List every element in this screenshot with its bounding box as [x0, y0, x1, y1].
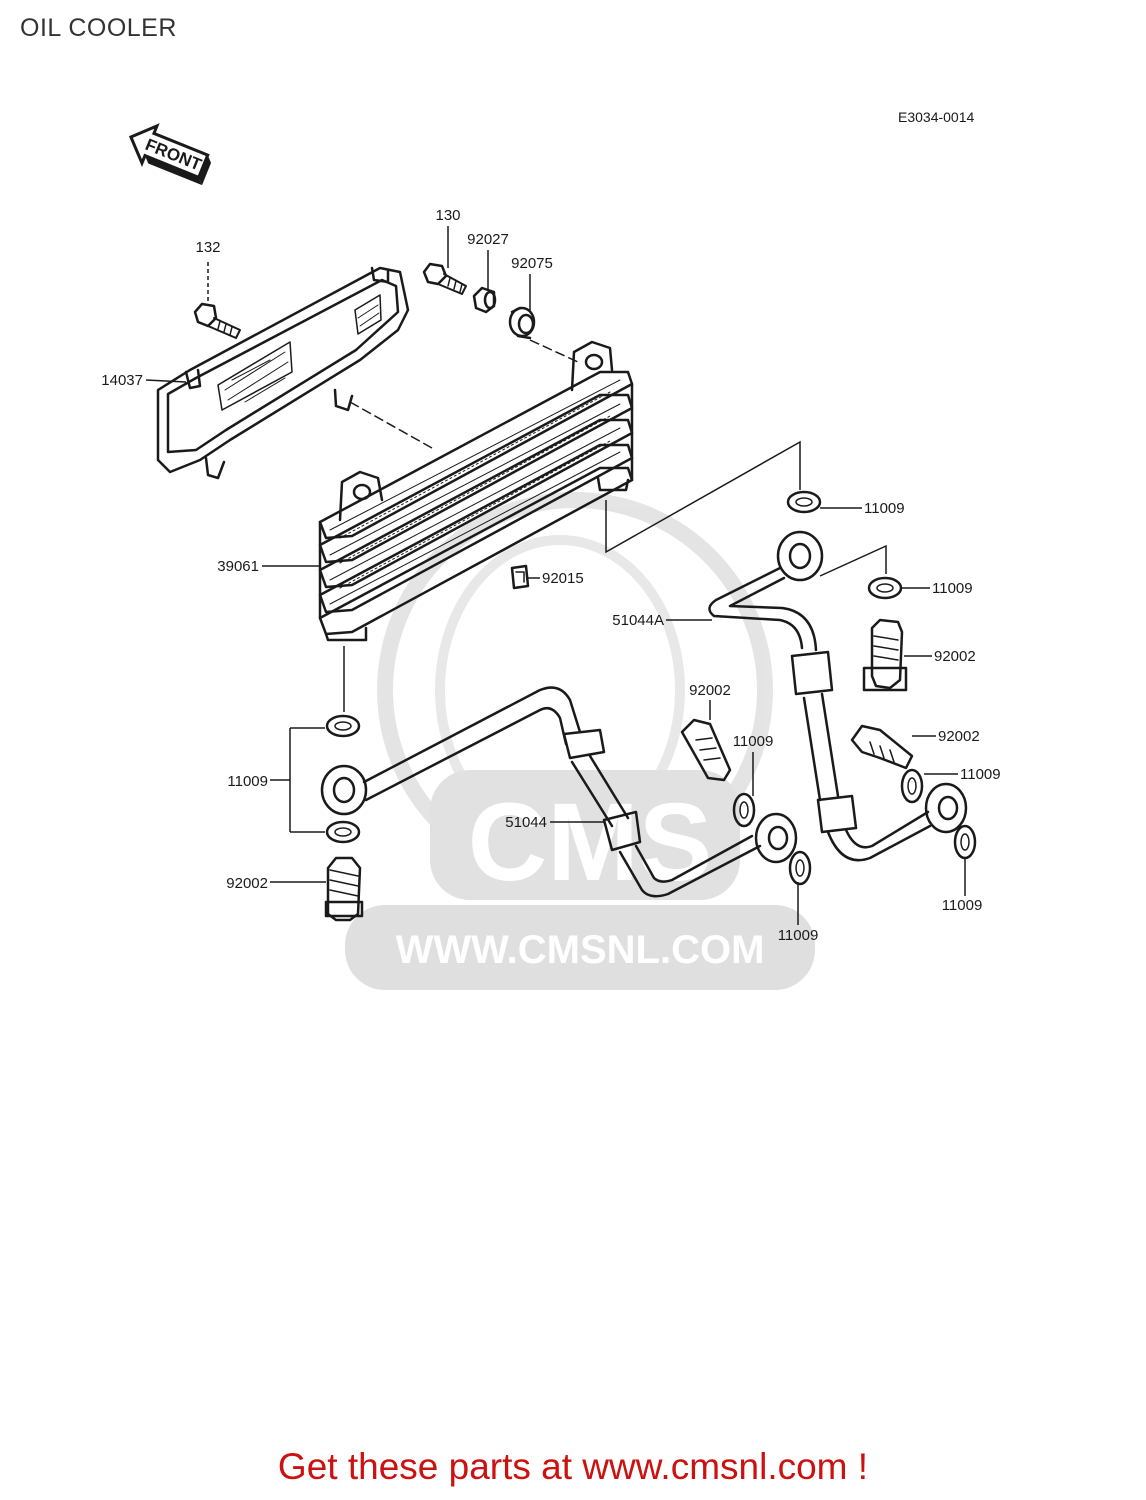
bolt-130 — [422, 262, 467, 295]
washer-11009-d — [325, 820, 361, 844]
banjo-bolt-92002-b — [862, 618, 908, 692]
label-92027: 92027 — [467, 231, 509, 248]
label-11009-a: 11009 — [864, 500, 905, 517]
label-11009-f: 11009 — [778, 927, 819, 944]
label-11009-g: 11009 — [942, 897, 983, 914]
label-11009-e: 11009 — [227, 773, 268, 790]
label-92002-d: 92002 — [226, 875, 268, 892]
label-132: 132 — [195, 239, 220, 256]
leader-lines — [145, 226, 966, 925]
label-92015: 92015 — [542, 570, 584, 587]
watermark-url: WWW.CMSNL.COM — [396, 928, 765, 972]
washer-11009-a — [786, 490, 822, 514]
washer-11009-h — [953, 824, 977, 860]
watermark: CMS WWW.CMSNL.COM — [345, 492, 815, 990]
banjo-bolt-92002-a — [324, 856, 364, 922]
label-92002-c: 92002 — [938, 728, 980, 745]
oil-hose-51044a — [708, 530, 968, 862]
label-92002-a: 92002 — [934, 648, 976, 665]
label-11009-d: 11009 — [960, 766, 1001, 783]
clip-92015 — [510, 564, 530, 590]
cover-guard-14037 — [156, 266, 410, 480]
washer-11009-e — [732, 792, 756, 828]
label-51044a: 51044A — [612, 612, 664, 629]
label-11009-b: 11009 — [932, 580, 973, 597]
part-labels: 132 130 92027 92075 14037 39061 92015 11… — [101, 207, 1000, 944]
washer-11009-f — [900, 768, 924, 804]
washer-11009-b — [867, 576, 903, 600]
washer-11009-g — [788, 850, 812, 886]
oil-hose-51044 — [320, 686, 798, 898]
footer-link[interactable]: Get these parts at www.cmsnl.com ! — [277, 1446, 869, 1487]
banjo-bolt-92002-d — [680, 718, 732, 782]
label-92075: 92075 — [511, 255, 553, 272]
label-39061: 39061 — [217, 558, 259, 575]
oil-cooler-core-39061 — [318, 340, 634, 642]
grommet-92075 — [508, 306, 536, 340]
watermark-logo: CMS — [468, 781, 712, 904]
label-51044: 51044 — [505, 814, 547, 831]
page-title: OIL COOLER — [20, 14, 177, 42]
diagram-code: E3034-0014 — [898, 109, 975, 125]
collar-92027 — [472, 286, 497, 314]
oil-cooler-diagram: CMS WWW.CMSNL.COM E3034-0014 FRONT — [101, 109, 1001, 990]
bolt-132 — [193, 302, 241, 339]
banjo-bolt-92002-c — [850, 724, 914, 770]
label-14037: 14037 — [101, 372, 143, 389]
washer-11009-c — [325, 714, 361, 738]
label-130: 130 — [435, 207, 460, 224]
label-11009-c: 11009 — [733, 733, 774, 750]
front-arrow-icon: FRONT — [128, 123, 212, 186]
label-92002-b: 92002 — [689, 682, 731, 699]
